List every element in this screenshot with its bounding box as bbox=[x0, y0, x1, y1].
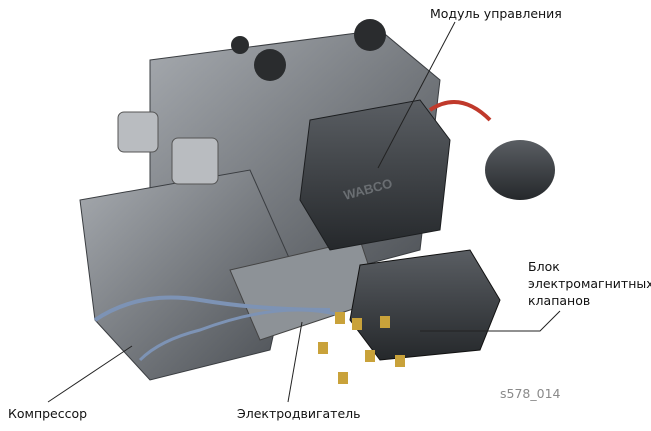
control-module bbox=[299, 99, 451, 251]
air-dryer bbox=[485, 140, 555, 200]
label-control-module: Модуль управления bbox=[430, 6, 562, 21]
label-valve-block: Блок электромагнитных клапанов bbox=[528, 258, 651, 309]
label-line: клапанов bbox=[528, 293, 591, 308]
leader-line-motor bbox=[287, 321, 303, 403]
label-motor: Электродвигатель bbox=[237, 406, 361, 421]
leader-line-valve-block bbox=[420, 310, 561, 332]
red-wire bbox=[428, 100, 492, 122]
label-line: электромагнитных bbox=[528, 276, 651, 291]
leader-line-compressor bbox=[47, 345, 133, 403]
cylinder-head bbox=[117, 111, 219, 185]
air-hose bbox=[138, 308, 341, 362]
label-line: Блок bbox=[528, 259, 560, 274]
rubber-mount bbox=[231, 19, 386, 81]
leader-line-control-module bbox=[377, 21, 456, 169]
solenoid-valve-block bbox=[349, 249, 501, 361]
figure-id: s578_014 bbox=[500, 386, 561, 401]
brass-fitting bbox=[318, 312, 405, 384]
label-compressor: Компрессор bbox=[8, 406, 88, 421]
